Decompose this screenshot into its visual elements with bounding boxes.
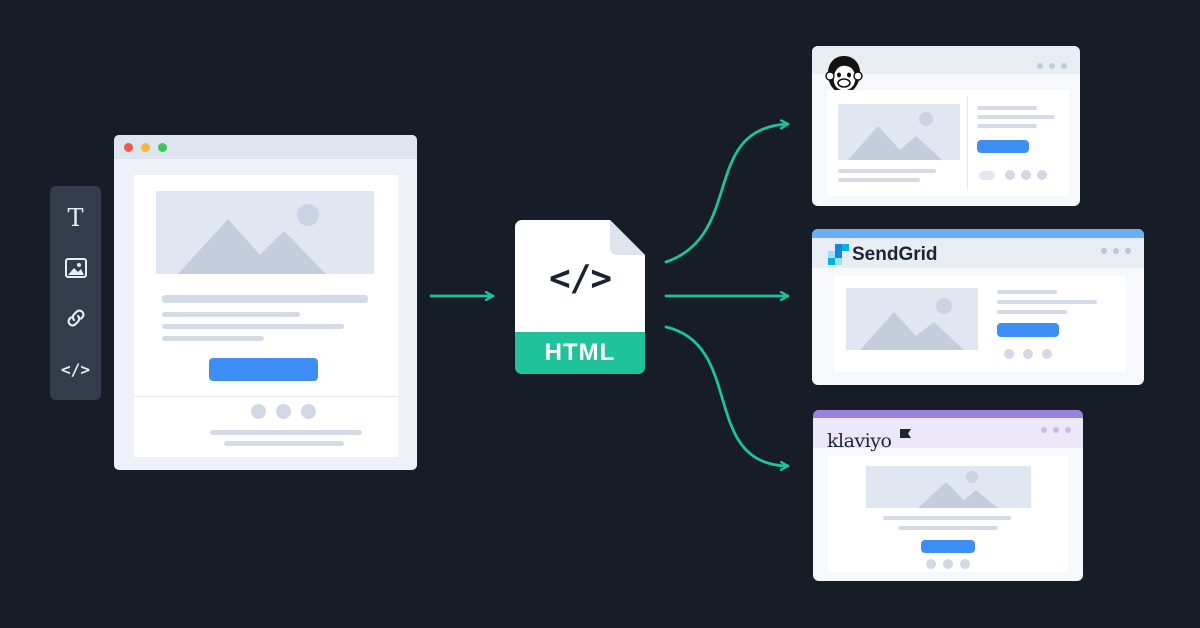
image-placeholder bbox=[846, 288, 978, 350]
image-placeholder bbox=[838, 104, 960, 160]
image-tool-icon bbox=[64, 257, 87, 278]
social-icon[interactable] bbox=[251, 404, 266, 419]
facebook-icon bbox=[1004, 349, 1014, 359]
code-tool-button[interactable]: </> bbox=[61, 356, 90, 383]
cta-button-placeholder bbox=[997, 323, 1059, 337]
twitter-icon bbox=[1037, 170, 1047, 180]
twitter-icon bbox=[1021, 170, 1031, 180]
footer-text-line bbox=[210, 430, 362, 435]
email-preview bbox=[827, 90, 1069, 196]
text-tool-icon: T bbox=[67, 203, 84, 232]
sendgrid-wordmark: SendGrid bbox=[852, 244, 938, 265]
klaviyo-preview-card: klaviyo bbox=[813, 410, 1083, 581]
social-icon[interactable] bbox=[301, 404, 316, 419]
body-text-line bbox=[162, 324, 344, 329]
divider bbox=[134, 396, 398, 397]
email-editor-window bbox=[114, 135, 417, 470]
klaviyo-flag-icon bbox=[900, 429, 911, 438]
footer-text-line bbox=[224, 441, 344, 446]
arrow-html-to-klaviyo bbox=[664, 325, 790, 466]
cta-button-placeholder bbox=[977, 140, 1029, 153]
email-preview bbox=[834, 276, 1126, 372]
cta-button-placeholder[interactable] bbox=[209, 358, 318, 381]
image-tool-button[interactable] bbox=[62, 254, 89, 281]
html-file: </> HTML bbox=[515, 220, 645, 374]
code-brackets-icon: </> bbox=[548, 258, 612, 299]
link-tool-icon bbox=[67, 309, 84, 326]
email-preview bbox=[828, 456, 1068, 572]
card-header-accent bbox=[813, 410, 1083, 418]
image-placeholder bbox=[866, 466, 1031, 508]
maximize-window-button[interactable] bbox=[158, 143, 167, 152]
facebook-icon bbox=[926, 559, 936, 569]
window-titlebar bbox=[114, 135, 417, 159]
sendgrid-preview-card: SendGrid bbox=[812, 229, 1144, 385]
card-header bbox=[813, 418, 1083, 448]
mountain-image-icon bbox=[178, 204, 326, 274]
instagram-icon bbox=[1042, 349, 1052, 359]
arrow-html-to-mailchimp bbox=[664, 124, 790, 264]
sendgrid-logo-icon bbox=[828, 244, 849, 265]
social-icon[interactable] bbox=[276, 404, 291, 419]
text-tool-button[interactable]: T bbox=[62, 203, 89, 232]
body-text-line bbox=[162, 336, 264, 341]
editor-toolbar: T </> bbox=[50, 186, 101, 400]
close-window-button[interactable] bbox=[124, 143, 133, 152]
twitter-icon bbox=[960, 559, 970, 569]
link-tool-button[interactable] bbox=[62, 304, 89, 331]
html-label: HTML bbox=[515, 332, 645, 374]
card-header-accent bbox=[812, 229, 1144, 238]
code-tool-icon: </> bbox=[61, 360, 90, 379]
card-header bbox=[812, 238, 1144, 268]
cta-button-placeholder bbox=[921, 540, 975, 553]
facebook-icon bbox=[1005, 170, 1015, 180]
twitter-icon bbox=[1023, 349, 1033, 359]
twitter-icon bbox=[943, 559, 953, 569]
headline-text-placeholder bbox=[162, 295, 368, 303]
minimize-window-button[interactable] bbox=[141, 143, 150, 152]
klaviyo-wordmark: klaviyo bbox=[827, 430, 892, 452]
email-canvas bbox=[134, 175, 398, 457]
mailchimp-preview-card bbox=[812, 46, 1080, 206]
mailchimp-logo-icon bbox=[825, 56, 863, 94]
hero-image-placeholder[interactable] bbox=[156, 191, 374, 274]
body-text-line bbox=[162, 312, 300, 317]
